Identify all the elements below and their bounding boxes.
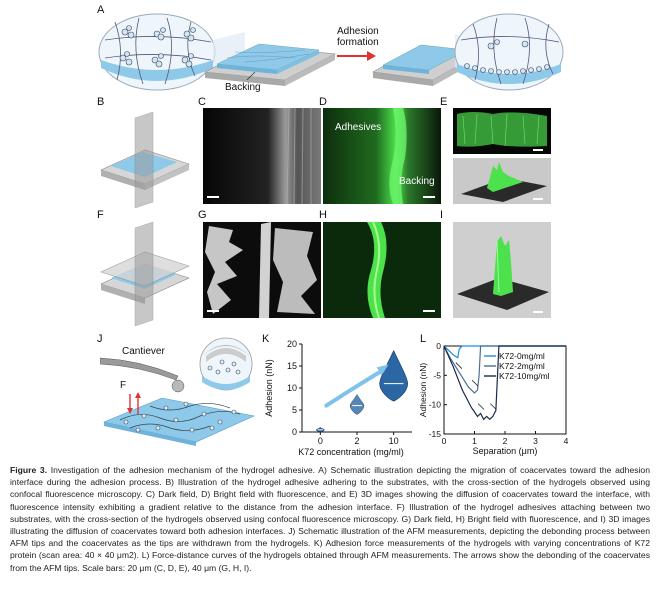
- k-axes: 0 5 10 15 20 0 2 10: [287, 339, 412, 446]
- panel-a-schematic: Backing Adhesion formation: [98, 13, 564, 93]
- panel-label-b: B: [97, 96, 105, 108]
- scale-bar-e: [533, 149, 543, 151]
- k-y-tick-label: 10: [287, 383, 297, 393]
- scale-bar-h: [423, 310, 435, 312]
- panel-label-j: J: [97, 333, 103, 345]
- cross-section-plane: [134, 111, 154, 208]
- panel-i-3d-image: [453, 222, 551, 318]
- l-series-line-0: [443, 345, 566, 359]
- l-legend-label-1: K72-2mg/ml: [499, 361, 545, 371]
- k-ylabel: Adhesion (nN): [264, 359, 274, 417]
- k-y-tick-label: 0: [292, 427, 297, 437]
- l-y-tick-label: -15: [429, 429, 442, 439]
- l-series-line-2: [443, 345, 566, 421]
- l-x-tick-label: 1: [472, 436, 477, 446]
- caption-text: Investigation of the adhesion mechanism …: [10, 465, 650, 573]
- panel-b-schematic: [100, 111, 190, 208]
- l-series-lines: [443, 345, 566, 421]
- l-debond-arrow-1: [477, 403, 485, 410]
- substrate-slab-before: [203, 43, 337, 86]
- l-x-tick-label: 4: [564, 436, 569, 446]
- l-series-line-1: [443, 345, 566, 394]
- tip-zoom-circle: [199, 337, 253, 391]
- adhesion-formation-arrow: [337, 51, 376, 61]
- l-xlabel: Separation (μm): [473, 446, 538, 456]
- force-label: F: [120, 380, 126, 391]
- panel-j-afm-schematic: Cantiever F: [100, 337, 255, 446]
- l-y-tick-label: 0: [436, 341, 441, 351]
- panel-f-schematic: [100, 222, 190, 326]
- panel-e-3d-images: [453, 108, 551, 204]
- right-zoom-circle: [454, 13, 564, 91]
- l-y-tick-label: -5: [433, 370, 441, 380]
- caption-figure-number: Figure 3.: [10, 465, 48, 475]
- adhesion-formation-label-line2: formation: [337, 37, 379, 48]
- scale-bar-d: [423, 196, 435, 198]
- panel-label-f: F: [97, 209, 104, 221]
- k-violins: [316, 349, 408, 433]
- panel-g-dark-field-image: [203, 222, 321, 318]
- l-ylabel: Adhesion (nN): [420, 363, 428, 418]
- panel-label-d: D: [319, 96, 327, 108]
- panel-label-h: H: [319, 209, 327, 221]
- cantilever-label: Cantiever: [122, 346, 165, 357]
- panel-label-k: K: [262, 333, 270, 345]
- l-x-tick-label: 0: [442, 436, 447, 446]
- l-debond-arrow-2: [490, 403, 497, 410]
- k-x-tick-label: 10: [389, 436, 399, 446]
- panel-label-a: A: [97, 4, 105, 16]
- k-violin-10: [379, 349, 408, 402]
- scale-bar-e2: [533, 198, 543, 200]
- panel-d-fluorescence-image: Adhesives Backing: [323, 108, 441, 204]
- afm-tip: [171, 379, 185, 393]
- l-y-tick-label: -10: [429, 400, 442, 410]
- l-x-tick-label: 3: [533, 436, 538, 446]
- panel-label-c: C: [198, 96, 206, 108]
- l-debond-arrow-3: [455, 362, 463, 369]
- panel-label-i: I: [440, 209, 444, 221]
- k-y-tick-label: 5: [292, 405, 297, 415]
- adhesives-label-d: Adhesives: [335, 122, 381, 133]
- panel-label-g: G: [198, 209, 207, 221]
- force-arrows: [127, 392, 141, 414]
- panel-h-fluorescence-image: [323, 222, 441, 318]
- scale-bar-c: [207, 196, 219, 198]
- panel-label-l: L: [420, 333, 427, 345]
- backing-label-d: Backing: [399, 176, 435, 187]
- scale-bar-i: [533, 311, 543, 313]
- k-xlabel: K72 concentration (mg/ml): [298, 447, 404, 457]
- k-trend-arrow-head: [376, 364, 389, 376]
- k-x-tick-label: 0: [318, 436, 323, 446]
- cantilever: [100, 357, 179, 381]
- k-y-tick-label: 15: [287, 361, 297, 371]
- k-trend-arrow: [324, 368, 385, 408]
- left-zoom-circle: [98, 13, 216, 91]
- l-legend-label-2: K72-10mg/ml: [499, 371, 550, 381]
- l-x-tick-label: 2: [503, 436, 508, 446]
- panel-c-dark-field-image: [203, 108, 321, 204]
- k-violin-2: [349, 394, 365, 415]
- panel-k-violin-chart: 0 5 10 15 20 0 2 10 Adhesion (nN) K72 concentra…: [264, 339, 412, 457]
- panel-label-e: E: [440, 96, 448, 108]
- adhesion-formation-label-line1: Adhesion: [337, 26, 379, 37]
- k-y-tick-label: 20: [287, 339, 297, 349]
- figure-caption: Figure 3. Investigation of the adhesion …: [10, 464, 650, 574]
- scale-bar-g: [207, 310, 219, 312]
- l-debond-arrow-0: [471, 379, 479, 387]
- k-x-tick-label: 2: [354, 436, 359, 446]
- l-legend-label-0: K72-0mg/ml: [499, 351, 545, 361]
- backing-label-a: Backing: [225, 82, 261, 93]
